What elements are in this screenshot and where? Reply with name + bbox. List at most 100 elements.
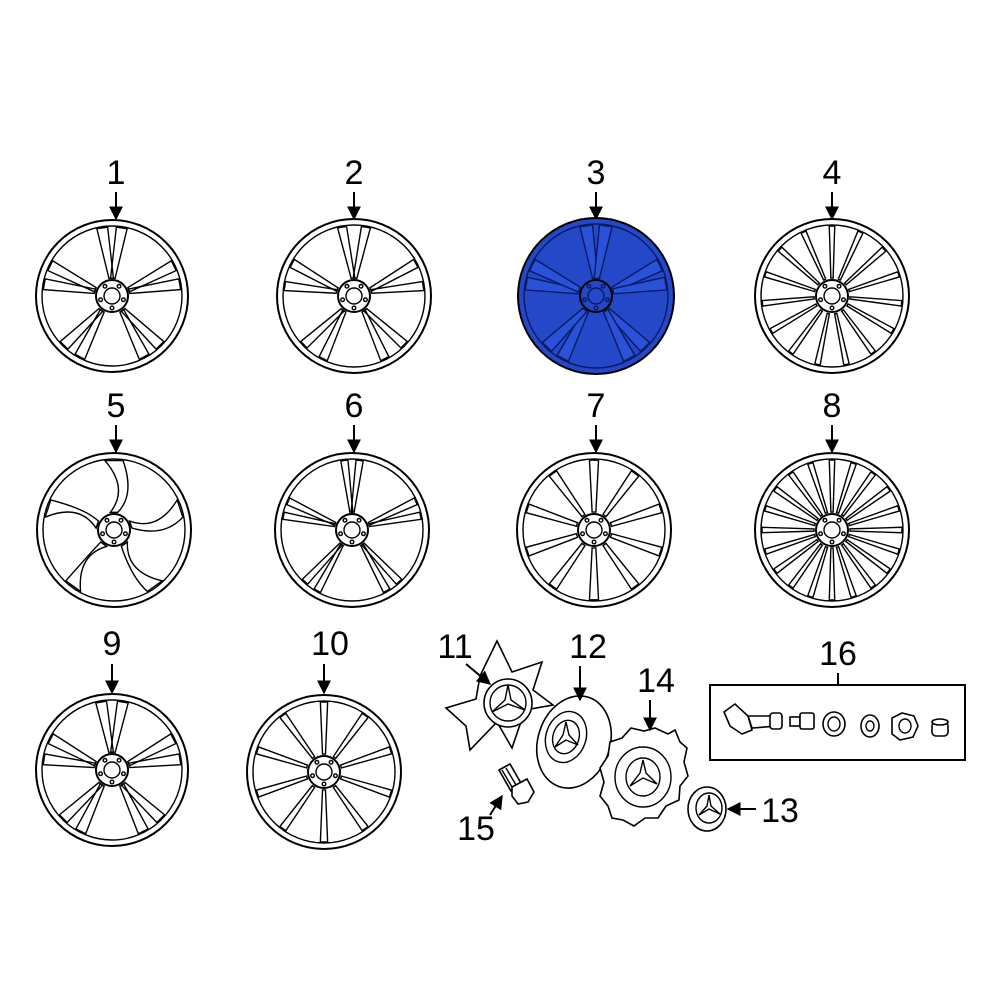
wheel-7-spoke xyxy=(588,459,600,513)
callout-4: 4 xyxy=(823,154,842,192)
wheel-8-spoke xyxy=(806,545,829,599)
wheel-9[interactable] xyxy=(35,693,189,847)
callout-11: 11 xyxy=(437,628,472,666)
wheel-2-spoke xyxy=(299,307,346,349)
wheel-8-spoke xyxy=(772,485,820,522)
wheel-9-spoke xyxy=(109,700,130,754)
wheel-2-spoke xyxy=(361,309,390,362)
part-16-tpms-kit[interactable] xyxy=(709,684,966,761)
callout-6: 6 xyxy=(345,387,364,425)
wheel-8-spoke xyxy=(835,545,858,599)
callout-8: 8 xyxy=(823,387,842,425)
wheel-10-spoke xyxy=(255,746,309,769)
wheel-10-spoke xyxy=(339,746,393,769)
wheel-9-spoke xyxy=(58,781,104,824)
tpms-sensor xyxy=(723,702,783,735)
part-12-disc-cap[interactable] xyxy=(525,686,623,798)
wheel-8-spoke xyxy=(840,470,877,518)
wheel-10-spoke xyxy=(278,712,316,760)
wheel-4-spoke xyxy=(833,312,851,366)
wheel-1-spoke xyxy=(127,278,182,295)
wheel-10-spoke xyxy=(278,784,316,832)
grommet xyxy=(822,711,846,737)
wheel-9-spoke xyxy=(118,782,149,835)
wheel-8-spoke xyxy=(763,533,817,556)
arrow-11 xyxy=(465,663,492,685)
wheel-8-spoke xyxy=(849,526,903,534)
wheel-10-spoke xyxy=(319,789,329,843)
valve-core xyxy=(789,712,815,730)
wheel-7-spoke xyxy=(548,542,586,591)
wheel-4-spoke xyxy=(800,230,827,281)
wheel-7[interactable] xyxy=(516,452,672,608)
wheel-4-spoke xyxy=(843,246,887,286)
part-11-star-cap[interactable] xyxy=(444,639,555,752)
wheel-8-spoke xyxy=(844,485,892,522)
wheel-8-spoke xyxy=(835,461,858,515)
wheel-5-spoke xyxy=(103,459,129,514)
wheel-8-spoke xyxy=(806,461,829,515)
wheel-5[interactable] xyxy=(36,452,192,608)
callout-7: 7 xyxy=(587,387,606,425)
wheel-6-spoke xyxy=(359,543,391,594)
wheel-1-spoke xyxy=(119,308,150,361)
wheel-7-spoke xyxy=(525,503,579,528)
wheel-8-spoke xyxy=(844,538,892,575)
washer xyxy=(860,714,880,738)
wheel-10-spoke xyxy=(339,775,393,798)
wheel-8-spoke xyxy=(787,470,824,518)
callout-2: 2 xyxy=(345,154,364,192)
wheel-2-spoke xyxy=(369,280,425,294)
wheel-7-spoke xyxy=(588,547,600,601)
wheel-2[interactable] xyxy=(276,218,432,374)
wheel-3[interactable] xyxy=(517,217,675,375)
wheel-1[interactable] xyxy=(35,219,189,373)
wheel-8-spoke xyxy=(787,542,824,590)
wheel-10-spoke xyxy=(319,701,329,755)
wheel-10-spoke xyxy=(255,775,309,798)
valve-nut xyxy=(891,712,919,741)
wheel-6[interactable] xyxy=(274,452,430,608)
wheel-5-spoke xyxy=(64,541,109,593)
wheel-7-spoke xyxy=(609,503,663,528)
wheel-arrows xyxy=(105,192,839,695)
wheel-7-spoke xyxy=(602,542,640,591)
wheel-4[interactable] xyxy=(754,218,910,374)
wheel-8[interactable] xyxy=(754,452,910,608)
wheel-6-spoke xyxy=(367,511,423,528)
wheel-4-spoke xyxy=(847,270,901,293)
wheel-7-spoke xyxy=(548,469,586,518)
wheel-7-spoke xyxy=(609,532,663,557)
part-15-wheel-bolt[interactable] xyxy=(497,762,535,805)
wheel-6-spoke xyxy=(285,497,337,527)
wheel-7-spoke xyxy=(525,532,579,557)
part-13-emblem-cap[interactable] xyxy=(687,786,727,832)
wheel-9-spoke xyxy=(127,753,182,769)
wheel-4-spoke xyxy=(761,296,816,307)
callout-14: 14 xyxy=(637,662,675,700)
arrow-15 xyxy=(489,794,503,816)
wheel-9-spoke xyxy=(47,732,98,767)
wheel-4-spoke xyxy=(813,312,831,366)
wheel-3-spoke xyxy=(541,307,588,353)
callout-10: 10 xyxy=(311,625,349,663)
wheel-5-spoke xyxy=(44,499,100,530)
wheel-2-spoke xyxy=(352,225,372,279)
wheel-4-spoke xyxy=(840,308,877,356)
wheel-7-spoke xyxy=(602,469,640,518)
callout-13: 13 xyxy=(761,792,799,830)
wheel-10-spoke xyxy=(332,712,370,760)
wheel-3-spoke xyxy=(593,224,613,280)
wheel-8-spoke xyxy=(847,504,901,527)
wheel-1-spoke xyxy=(59,307,104,351)
wheel-5-spoke xyxy=(120,540,164,593)
wheel-4-spoke xyxy=(837,230,864,281)
callout-5: 5 xyxy=(107,387,126,425)
wheel-10[interactable] xyxy=(246,694,402,850)
wheel-4-spoke xyxy=(769,303,818,335)
callout-9: 9 xyxy=(103,625,122,663)
part-14-hub-cover[interactable] xyxy=(599,727,689,827)
wheel-8-spoke xyxy=(763,504,817,527)
wheel-10-spoke xyxy=(332,784,370,832)
